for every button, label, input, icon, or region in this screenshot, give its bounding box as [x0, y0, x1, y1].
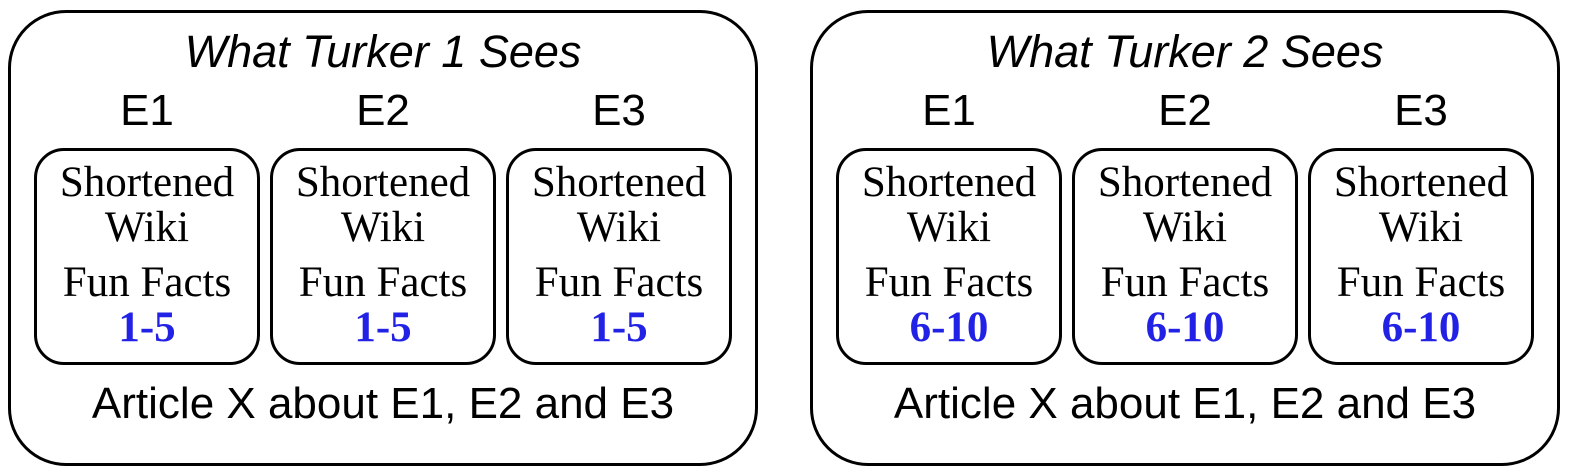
turker-1-article-caption: Article X about E1, E2 and E3 — [91, 378, 675, 428]
card-text-shortened: Shortened — [861, 159, 1037, 207]
turker-1-panel-title: What Turker 1 Sees — [184, 26, 582, 77]
turker-1-panel: What Turker 1 Sees E1 Shortened Wiki Fun… — [8, 10, 758, 466]
fact-range-value: 1-5 — [118, 304, 176, 352]
card-text-fun-facts: Fun Facts — [1336, 258, 1506, 306]
card-text-shortened: Shortened — [59, 159, 235, 207]
evidence-label-e3: E3 — [592, 85, 646, 135]
card-text-fun-facts: Fun Facts — [62, 258, 232, 306]
turker-1-column-e2: E2 Shortened Wiki Fun Facts 1-5 — [270, 85, 496, 365]
card-text-fun-facts: Fun Facts — [534, 258, 704, 306]
card-text-wiki: Wiki — [1378, 203, 1464, 251]
turker-2-panel-title: What Turker 2 Sees — [986, 26, 1384, 77]
fact-range-value: 6-10 — [1145, 304, 1225, 352]
fact-range-value: 6-10 — [909, 304, 989, 352]
evidence-label-e2: E2 — [1158, 85, 1212, 135]
turker-2-column-e1: E1 Shortened Wiki Fun Facts 6-10 — [836, 85, 1062, 365]
fun-facts-card-e2: Shortened Wiki Fun Facts 1-5 — [270, 147, 496, 365]
card-text-wiki: Wiki — [576, 203, 662, 251]
card-text-wiki: Wiki — [906, 203, 992, 251]
fun-facts-card-e3: Shortened Wiki Fun Facts 6-10 — [1308, 147, 1534, 365]
fact-range-value: 1-5 — [354, 304, 412, 352]
card-text-shortened: Shortened — [1333, 159, 1509, 207]
card-text-wiki: Wiki — [1142, 203, 1228, 251]
turker-1-column-e1: E1 Shortened Wiki Fun Facts 1-5 — [34, 85, 260, 365]
turker-2-panel: What Turker 2 Sees E1 Shortened Wiki Fun… — [810, 10, 1560, 466]
card-text-shortened: Shortened — [1097, 159, 1273, 207]
turker-1-evidence-columns: E1 Shortened Wiki Fun Facts 1-5 E2 Short… — [34, 85, 732, 365]
card-text-fun-facts: Fun Facts — [1100, 258, 1270, 306]
evidence-label-e1: E1 — [120, 85, 174, 135]
card-text-fun-facts: Fun Facts — [298, 258, 468, 306]
fun-facts-card-e2: Shortened Wiki Fun Facts 6-10 — [1072, 147, 1298, 365]
card-text-shortened: Shortened — [295, 159, 471, 207]
evidence-label-e1: E1 — [922, 85, 976, 135]
card-text-fun-facts: Fun Facts — [864, 258, 1034, 306]
card-text-wiki: Wiki — [340, 203, 426, 251]
turker-2-evidence-columns: E1 Shortened Wiki Fun Facts 6-10 E2 Shor… — [836, 85, 1534, 365]
fact-range-value: 6-10 — [1381, 304, 1461, 352]
turker-2-column-e3: E3 Shortened Wiki Fun Facts 6-10 — [1308, 85, 1534, 365]
turker-1-column-e3: E3 Shortened Wiki Fun Facts 1-5 — [506, 85, 732, 365]
fun-facts-card-e1: Shortened Wiki Fun Facts 6-10 — [836, 147, 1062, 365]
evidence-label-e2: E2 — [356, 85, 410, 135]
fun-facts-card-e1: Shortened Wiki Fun Facts 1-5 — [34, 147, 260, 365]
evidence-label-e3: E3 — [1394, 85, 1448, 135]
fun-facts-card-e3: Shortened Wiki Fun Facts 1-5 — [506, 147, 732, 365]
turker-2-article-caption: Article X about E1, E2 and E3 — [893, 378, 1477, 428]
card-text-wiki: Wiki — [104, 203, 190, 251]
card-text-shortened: Shortened — [531, 159, 707, 207]
turker-2-column-e2: E2 Shortened Wiki Fun Facts 6-10 — [1072, 85, 1298, 365]
fact-range-value: 1-5 — [590, 304, 648, 352]
